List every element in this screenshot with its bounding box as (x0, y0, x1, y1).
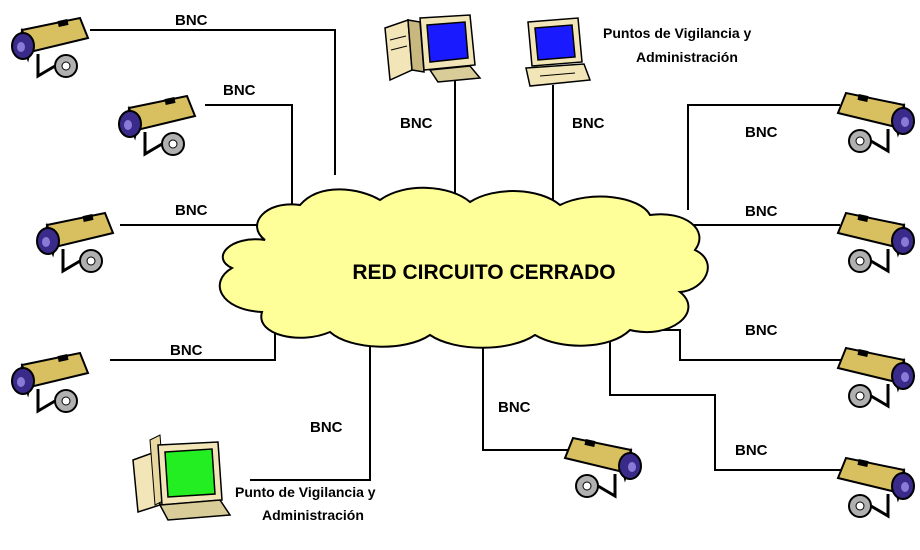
connection-wires (90, 29, 845, 481)
camera-right-2 (836, 211, 916, 274)
bnc-label: BNC (745, 322, 778, 339)
desktop-computer-icon-top-left (384, 14, 482, 83)
bnc-label: BNC (745, 203, 778, 220)
bnc-label: BNC (572, 115, 605, 132)
monitoring-caption-bottom-line1: Punto de Vigilancia y (235, 484, 376, 500)
camera-right-4 (836, 456, 916, 519)
camera-left-1 (10, 16, 90, 79)
bnc-label: BNC (498, 399, 531, 416)
bnc-label: BNC (223, 82, 256, 99)
network-label: RED CIRCUITO CERRADO (352, 261, 615, 284)
camera-left-4 (10, 351, 90, 414)
bnc-label: BNC (170, 342, 203, 359)
desktop-computer-icon-top-right (525, 17, 592, 87)
bnc-label: BNC (400, 115, 433, 132)
network-cloud-icon: RED CIRCUITO CERRADO (218, 186, 709, 349)
camera-left-3 (35, 211, 115, 274)
bnc-labels: BNC BNC BNC BNC BNC BNC BNC BNC BNC BNC … (170, 12, 778, 459)
camera-right-3 (836, 346, 916, 409)
bnc-label: BNC (175, 202, 208, 219)
camera-left-2 (117, 94, 197, 157)
bnc-label: BNC (310, 419, 343, 436)
bnc-label: BNC (745, 124, 778, 141)
camera-bottom-center (563, 436, 643, 499)
desktop-computer-icon-bottom (132, 434, 232, 521)
monitoring-caption-bottom-line2: Administración (262, 507, 364, 523)
camera-right-1 (836, 91, 916, 154)
monitoring-caption-top-line2: Administración (636, 49, 738, 65)
bnc-label: BNC (735, 442, 768, 459)
monitoring-caption-top-line1: Puntos de Vigilancia y (603, 25, 752, 41)
bnc-label: BNC (175, 12, 208, 29)
